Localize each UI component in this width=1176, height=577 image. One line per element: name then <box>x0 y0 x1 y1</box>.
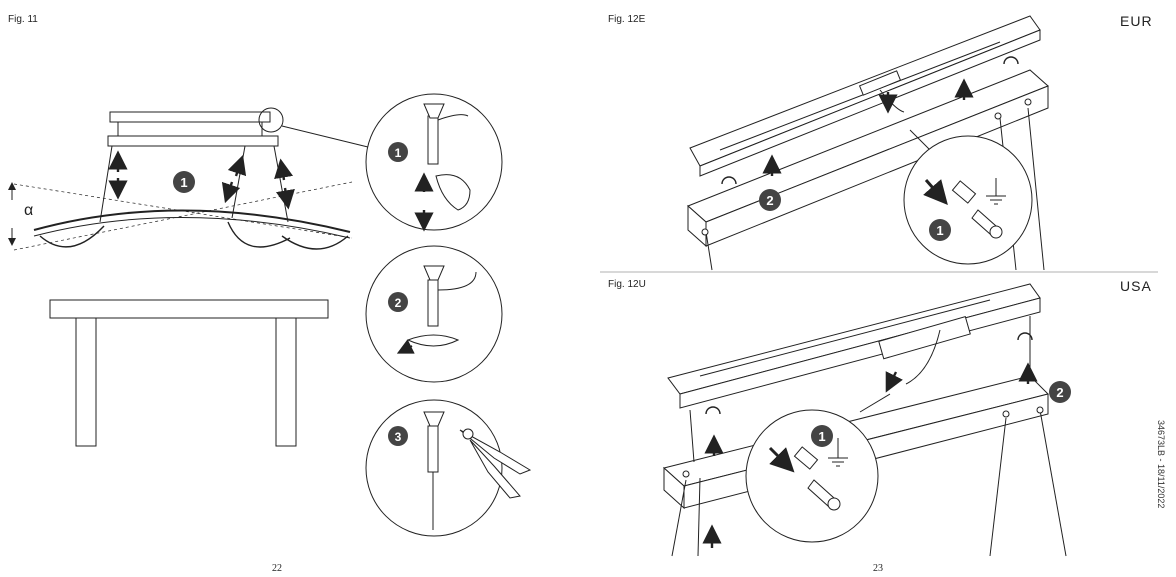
detail-circle-1 <box>365 93 503 232</box>
ground-symbol-icon-usa <box>828 438 848 467</box>
svg-text:3: 3 <box>395 430 402 444</box>
page-number-right: 23 <box>873 563 883 574</box>
svg-text:1: 1 <box>936 223 943 238</box>
svg-text:1: 1 <box>180 175 187 190</box>
region-usa-label: USA <box>1120 278 1152 294</box>
angle-symbol: α <box>24 202 35 219</box>
height-adjust-arrows <box>108 150 295 210</box>
svg-text:1: 1 <box>395 146 402 160</box>
svg-text:2: 2 <box>1056 385 1063 400</box>
table <box>49 299 329 447</box>
hand-icon <box>435 174 471 211</box>
detail-step-badge-3: 3 <box>388 426 408 446</box>
fig-12u-detail-circle <box>745 409 879 543</box>
fig-12u-label: Fig. 12U <box>608 279 646 290</box>
ground-symbol-icon <box>986 178 1006 205</box>
fig-12u-step-badge-1: 1 <box>811 425 833 447</box>
step-badge-1: 1 <box>173 171 195 193</box>
detail-circle-2 <box>365 245 503 383</box>
region-eur-label: EUR <box>1120 13 1153 29</box>
svg-text:2: 2 <box>395 296 402 310</box>
detail-circle-3 <box>365 399 532 537</box>
detail-step-badge-2: 2 <box>388 292 408 312</box>
fig-12e-step-badge-1: 1 <box>929 219 951 241</box>
fig-12e-detail-circle <box>903 135 1033 265</box>
detail-step-badge-1: 1 <box>388 142 408 162</box>
fig-12u-arrows <box>702 362 1038 548</box>
cable-cutter-icon <box>459 428 532 499</box>
magnet-icon <box>721 56 1019 185</box>
fig-12e-fixture <box>687 15 1049 271</box>
fig-12e-label: Fig. 12E <box>608 14 646 25</box>
svg-text:2: 2 <box>766 193 773 208</box>
fig-11-label: Fig. 11 <box>8 14 38 25</box>
svg-text:1: 1 <box>818 429 825 444</box>
fig-12u-magnet-icon <box>705 332 1033 415</box>
fig-12e-arrows <box>762 78 974 176</box>
page-number-left: 22 <box>272 563 282 574</box>
fig-12e-step-badge-2: 2 <box>759 189 781 211</box>
fig-12u-step-badge-2: 2 <box>1049 381 1071 403</box>
